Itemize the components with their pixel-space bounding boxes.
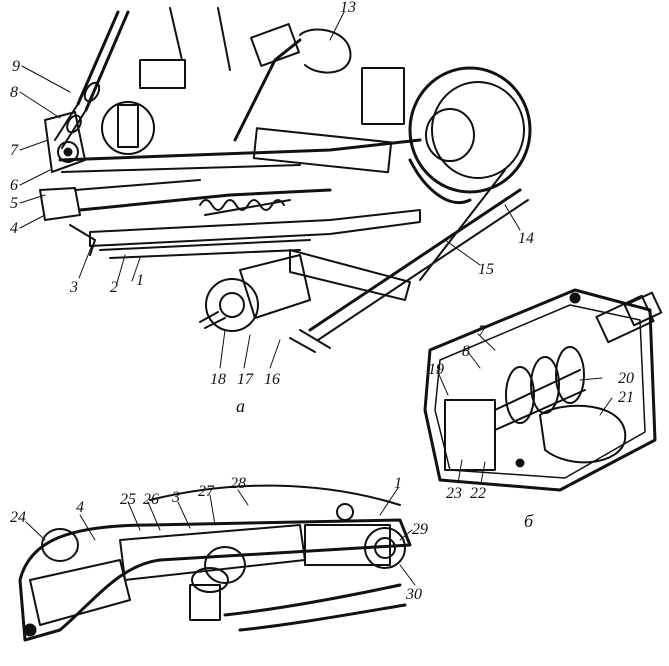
callout-13: 13 <box>340 0 356 16</box>
callout-4: 4 <box>10 220 18 237</box>
callout-26: 26 <box>143 491 159 508</box>
callout-23: 23 <box>446 485 462 502</box>
callout-20: 20 <box>618 370 634 387</box>
callout-22: 22 <box>470 485 486 502</box>
callout-30: 30 <box>405 586 422 603</box>
callout-28: 28 <box>230 475 246 492</box>
linkage-section-c <box>18 484 412 642</box>
callout-29: 29 <box>412 521 428 538</box>
callout-4-c: 4 <box>76 499 84 516</box>
leader-lines-c <box>25 487 416 586</box>
callout-25: 25 <box>120 491 136 508</box>
callout-19: 19 <box>428 361 444 378</box>
callout-21: 21 <box>618 389 634 406</box>
callout-3-c: 3 <box>171 489 180 506</box>
panel-b-caption: б <box>524 511 534 531</box>
callout-1-c: 1 <box>394 475 402 492</box>
callout-6: 6 <box>10 177 18 194</box>
callout-labels: 1 2 3 4 5 6 7 8 9 13 14 15 16 17 18 7 8 … <box>10 0 634 603</box>
callout-1: 1 <box>136 272 144 289</box>
callout-7: 7 <box>10 142 19 159</box>
callout-3: 3 <box>69 279 78 296</box>
callout-2: 2 <box>110 279 118 296</box>
callout-18: 18 <box>210 371 226 388</box>
callout-7-b: 7 <box>478 323 487 340</box>
leader-lines-a <box>19 11 521 369</box>
callout-8: 8 <box>10 84 18 101</box>
callout-24: 24 <box>10 509 26 526</box>
callout-5: 5 <box>10 195 18 212</box>
gearbox-section-b <box>423 288 663 492</box>
assembly-drawing-a <box>39 7 532 353</box>
callout-9: 9 <box>12 58 20 75</box>
callout-27: 27 <box>198 483 215 500</box>
callout-16: 16 <box>264 371 280 388</box>
callout-8-b: 8 <box>462 343 470 360</box>
leader-lines-b <box>436 333 613 484</box>
callout-17: 17 <box>237 371 254 388</box>
callout-15: 15 <box>478 261 494 278</box>
panel-a-caption: а <box>236 396 245 416</box>
callout-14: 14 <box>518 230 534 247</box>
